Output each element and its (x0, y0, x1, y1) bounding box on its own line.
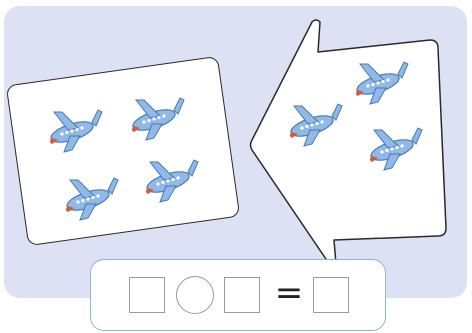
airplane-icon (40, 104, 104, 156)
equals-sign: = (274, 273, 304, 313)
airplane-icon (56, 172, 120, 224)
airplane-icon (280, 98, 344, 150)
airplane-icon (360, 122, 424, 174)
airplane-icon (346, 56, 410, 108)
equation-box: = (90, 259, 386, 331)
answer-square-1[interactable] (129, 277, 165, 313)
answer-square-result[interactable] (313, 277, 349, 313)
airplane-icon (136, 154, 200, 206)
operator-circle[interactable] (176, 276, 214, 314)
answer-square-2[interactable] (224, 277, 260, 313)
airplane-icon (122, 92, 186, 144)
